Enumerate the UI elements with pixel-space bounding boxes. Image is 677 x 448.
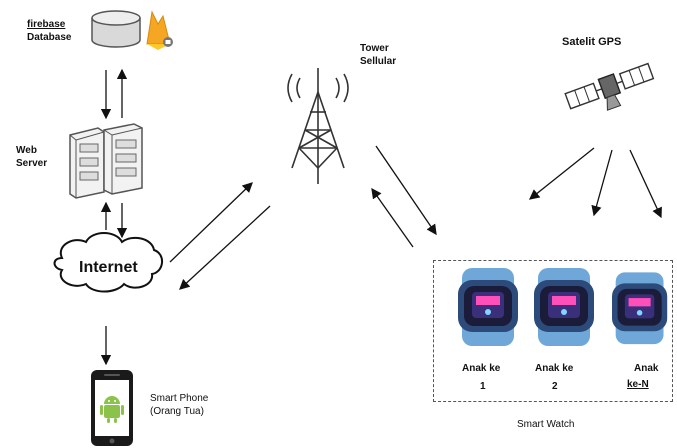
smartwatch-icon bbox=[534, 268, 594, 346]
android-icon bbox=[100, 396, 124, 423]
smartwatch-icon bbox=[458, 268, 518, 346]
tower-label-line1: Tower bbox=[360, 43, 389, 54]
tower-label-line2: Sellular bbox=[360, 56, 397, 67]
arrow-tower-to-internet bbox=[179, 205, 271, 290]
smart-watch-group-label: Smart Watch bbox=[517, 419, 575, 430]
internet-cloud-icon bbox=[53, 232, 163, 293]
firebase-icon bbox=[146, 10, 173, 50]
watch-2-label-line1: Anak ke bbox=[535, 363, 574, 374]
arrow-tower-to-watch bbox=[375, 145, 437, 236]
satellite-icon bbox=[564, 62, 655, 111]
phone-label-line1: Smart Phone bbox=[150, 393, 209, 404]
watch-2-label-line2: 2 bbox=[552, 381, 558, 392]
web-server-label-line1: Web bbox=[16, 145, 37, 156]
arrow-gps-signal-2 bbox=[591, 149, 613, 217]
arrow-gps-signal-3 bbox=[629, 149, 662, 219]
gps-label: Satelit GPS bbox=[562, 36, 622, 48]
arrow-internet-to-tower bbox=[169, 182, 253, 263]
arrow-gps-signal-1 bbox=[528, 147, 595, 200]
watch-n-label-line1: Anak bbox=[634, 363, 659, 374]
internet-label: Internet bbox=[79, 259, 138, 276]
server-icon bbox=[69, 123, 143, 199]
watch-n-label-line2: ke-N bbox=[627, 379, 649, 390]
smartwatch-icon bbox=[612, 272, 668, 345]
smart-watch-group bbox=[433, 260, 673, 402]
watch-1-label-line2: 1 bbox=[480, 381, 486, 392]
database-label-line2: Database bbox=[27, 32, 72, 43]
database-label-line1: firebase bbox=[27, 19, 66, 30]
watch-1-label-line1: Anak ke bbox=[462, 363, 501, 374]
arrow-watch-to-tower bbox=[371, 187, 414, 248]
cell-tower-icon bbox=[287, 68, 349, 184]
web-server-label-line2: Server bbox=[16, 158, 48, 169]
phone-label-line2: (Orang Tua) bbox=[150, 406, 204, 417]
database-icon bbox=[91, 10, 141, 48]
